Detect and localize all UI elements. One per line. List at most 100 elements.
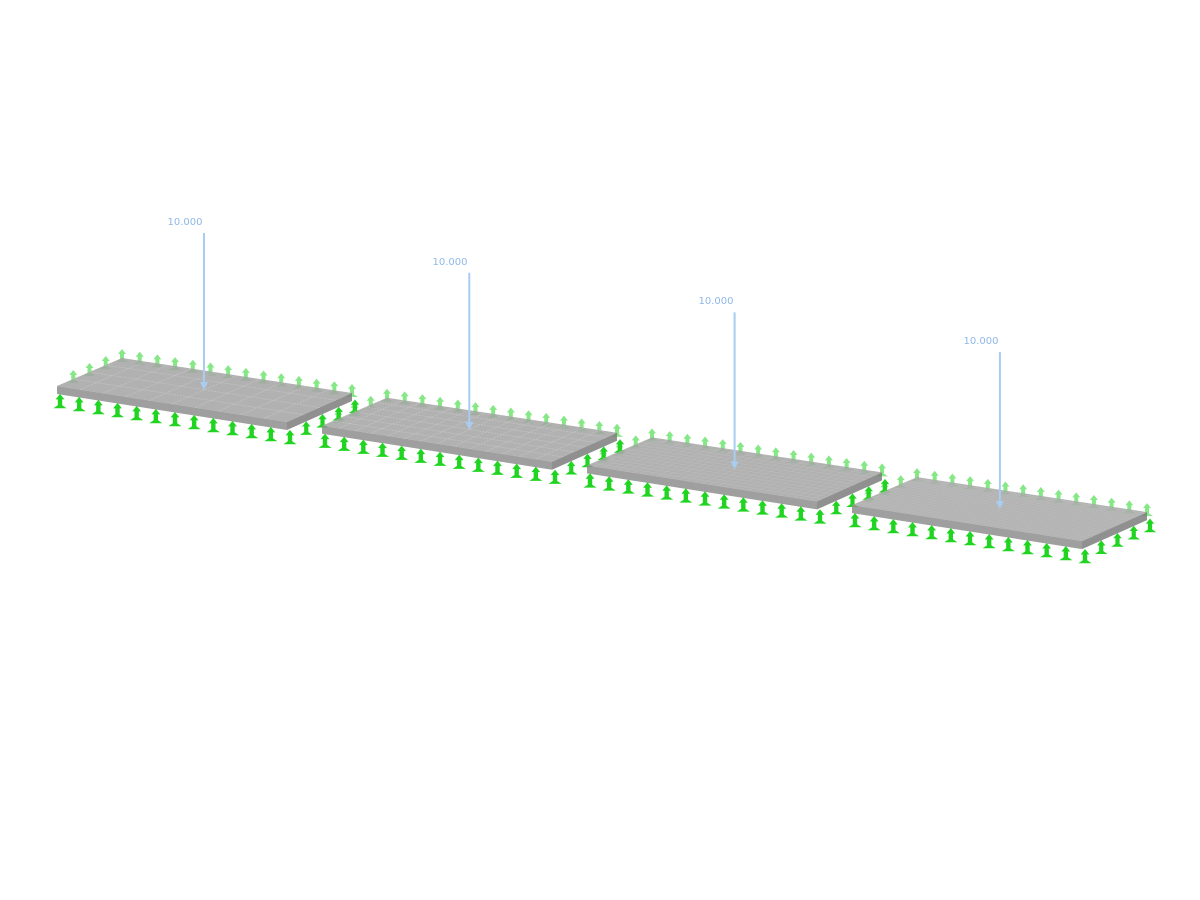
support-stem (526, 413, 531, 422)
support-stem (402, 394, 407, 403)
load-arrow-head (465, 421, 474, 430)
support-head (118, 349, 126, 354)
support-front (130, 405, 144, 421)
mesh-line (354, 411, 585, 448)
support-stem (320, 417, 325, 426)
support-head (824, 455, 833, 461)
support-stem (350, 387, 354, 395)
support-head (842, 458, 851, 464)
plate-model-1[interactable] (53, 233, 362, 445)
support-head (101, 356, 110, 361)
support-head (615, 439, 625, 445)
support-head (927, 525, 937, 531)
support-front (91, 399, 105, 415)
load-value-label-1: 10.000 (168, 217, 203, 228)
support-stem (76, 400, 82, 409)
plate-side-face (817, 472, 882, 510)
support-head (471, 402, 480, 408)
load-value-label-4: 10.000 (964, 336, 999, 347)
support-stem (296, 378, 301, 387)
support-front (775, 503, 789, 518)
support-right (299, 421, 313, 435)
support-front (621, 479, 635, 494)
support-stem (760, 503, 765, 513)
mesh-line (873, 495, 1104, 532)
support-stem (1109, 500, 1114, 509)
plate-model-4[interactable] (848, 352, 1157, 564)
support-head (247, 423, 257, 430)
support-stem (361, 442, 366, 452)
support-head (848, 493, 857, 499)
load-arrow-head (730, 461, 739, 470)
support-stem (1131, 528, 1136, 538)
support-head (966, 476, 975, 482)
support-stem (1044, 546, 1049, 556)
support-head (718, 439, 727, 445)
mesh-line (592, 462, 823, 500)
support-stem (585, 456, 590, 466)
plate-top-face (587, 437, 882, 502)
support-head (1061, 546, 1071, 552)
mesh-line (898, 485, 1129, 521)
support-stem (626, 482, 631, 492)
support-stem (702, 494, 708, 504)
support-head (334, 406, 343, 412)
support-stem (606, 479, 612, 489)
support-stem (569, 464, 574, 473)
support-stem (304, 424, 309, 433)
support-head (896, 475, 905, 481)
support-head (493, 460, 502, 467)
support-stem (683, 491, 689, 501)
support-stem (967, 534, 973, 544)
support-stem (1091, 498, 1096, 507)
support-front (1020, 540, 1035, 555)
support-head (1107, 497, 1116, 503)
support-head (595, 421, 604, 427)
plate-model-3[interactable] (583, 312, 892, 524)
support-head (489, 404, 498, 410)
support-front (905, 522, 920, 537)
support-front (110, 402, 125, 418)
support-head (701, 436, 710, 442)
support-stem (986, 537, 992, 547)
support-stem (1006, 540, 1011, 550)
support-stem (399, 448, 404, 458)
support-head (888, 519, 898, 525)
support-head (55, 393, 65, 400)
mesh-line (906, 481, 1137, 518)
support-head (878, 463, 886, 469)
support-right (564, 460, 578, 475)
support-stem (155, 357, 160, 366)
support-head (228, 420, 237, 427)
support-head (259, 370, 268, 376)
support-head (738, 497, 748, 503)
support-head (135, 351, 144, 357)
support-stem (208, 365, 213, 374)
support-front (602, 476, 616, 491)
support-head (599, 449, 608, 455)
support-stem (985, 481, 990, 490)
mesh-line (860, 501, 1091, 538)
support-head (1145, 518, 1155, 524)
support-stem (249, 427, 254, 436)
mesh-line (376, 402, 607, 438)
support-stem (71, 373, 76, 381)
support-front (640, 482, 655, 497)
support-stem (153, 412, 159, 421)
support-head (153, 354, 162, 360)
support-stem (898, 478, 903, 487)
support-head (1042, 543, 1052, 549)
plate-model-2[interactable] (318, 272, 627, 484)
support-stem (910, 525, 915, 535)
support-stem (1082, 552, 1088, 562)
support-stem (191, 418, 197, 427)
support-head (913, 468, 921, 474)
support-stem (418, 451, 424, 461)
support-front (337, 436, 351, 451)
support-stem (533, 469, 539, 479)
support-front (414, 448, 428, 463)
support-head (171, 357, 180, 363)
support-front (510, 463, 524, 478)
support-head (302, 421, 311, 427)
